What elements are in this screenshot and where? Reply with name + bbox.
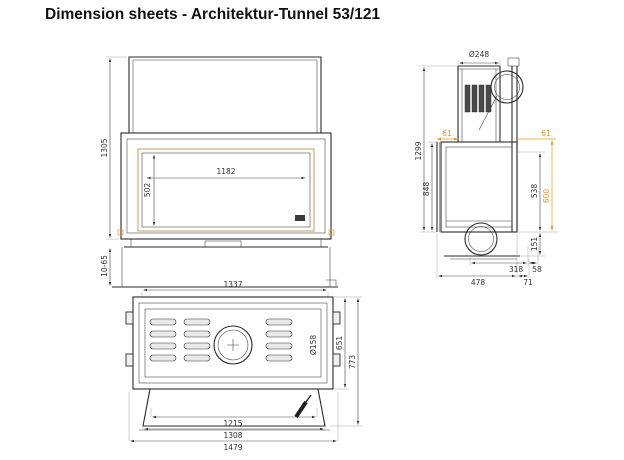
dim-plan-opening-width: 1215 <box>223 419 242 428</box>
dim-front-opening-width: 1182 <box>216 167 235 176</box>
plan-plate-inner2 <box>144 308 322 378</box>
grille-slot <box>265 354 293 362</box>
dim-side-depth-flue: 318 <box>509 265 524 274</box>
plan-plate-inner <box>138 302 328 384</box>
dim-plan-body-width: 1337 <box>223 280 242 289</box>
plan-front-tray <box>142 388 326 427</box>
grille-slot <box>265 342 293 350</box>
front-glass-pane <box>141 152 311 228</box>
front-corner-bracket <box>326 279 337 286</box>
grille-slot <box>183 318 211 326</box>
page-title: Dimension sheets - Architektur-Tunnel 53… <box>45 6 381 23</box>
vent-slot <box>471 84 478 113</box>
plan-flue-inner-circle <box>217 329 249 361</box>
front-glass-frame <box>137 148 315 232</box>
handle-lever-tip <box>305 394 312 403</box>
dim-side-body-height: 848 <box>422 182 431 197</box>
mount-clamp-left-bottom <box>125 353 134 367</box>
collar-strut <box>478 95 498 131</box>
fan-housing-inner-circle <box>468 226 494 252</box>
dim-plan-flue-diameter: Ø158 <box>309 335 318 355</box>
dim-front-overall-height: 1305 <box>100 138 109 157</box>
back-panel-cap <box>507 57 520 67</box>
dim-side-depth-body: 478 <box>471 278 486 287</box>
flue-collar-inner-circle <box>494 74 520 100</box>
mount-clamp-right-top <box>332 311 341 325</box>
vent-slot <box>464 84 471 113</box>
grille-slot <box>149 342 177 350</box>
front-frame-inner <box>126 138 326 234</box>
grille-group-center <box>183 318 211 362</box>
front-base-bracket <box>204 240 242 248</box>
mount-clamp-right-bottom <box>332 353 341 367</box>
grille-slot <box>183 354 211 362</box>
grille-slot <box>149 354 177 362</box>
dim-side-depth-offset-top: 58 <box>532 265 542 274</box>
dim-side-convection-height: 600 <box>542 189 551 204</box>
dim-side-offset-right: 61 <box>541 129 551 138</box>
vent-slot <box>478 84 485 113</box>
dim-front-opening-height: 502 <box>143 183 152 198</box>
dim-plan-depth-inner: 651 <box>335 336 344 351</box>
dim-plan-frame-width: 1308 <box>223 431 242 440</box>
front-logo-mark <box>295 215 305 221</box>
dim-plan-depth-overall: 773 <box>348 355 357 370</box>
grille-slot <box>183 342 211 350</box>
front-anchor-mark-right <box>328 229 335 236</box>
grille-group-left <box>149 318 177 362</box>
dim-front-base-adjust: 10-65 <box>100 255 109 277</box>
flue-collar-circle <box>490 70 524 104</box>
dim-side-glass-height: 538 <box>530 184 539 199</box>
vent-slot <box>485 84 492 113</box>
side-view: Ø248 61 61 1299 848 538 600 151 <box>414 50 558 287</box>
mount-clamp-left-top <box>125 311 134 325</box>
front-view: 1305 1182 502 10-65 <box>100 56 338 288</box>
fan-housing-circle <box>464 222 498 256</box>
front-anchor-mark-left <box>117 229 124 236</box>
grille-group-right <box>265 318 293 362</box>
dim-side-depth-offset-bottom: 71 <box>523 278 533 287</box>
plan-flue-circle <box>213 325 253 365</box>
front-hood-outline <box>128 56 322 134</box>
side-body-outline <box>440 141 518 233</box>
front-frame-outline <box>120 132 332 240</box>
grille-slot <box>265 330 293 338</box>
side-body-inner <box>445 146 513 228</box>
grille-slot <box>149 330 177 338</box>
dim-side-base-height: 151 <box>530 237 539 252</box>
grille-slot <box>149 318 177 326</box>
dim-side-offset-left: 61 <box>442 129 452 138</box>
dim-plan-overall-width: 1479 <box>223 443 242 452</box>
dim-side-flue-diameter: Ø248 <box>469 50 489 59</box>
grille-slot <box>183 330 211 338</box>
plan-flue-crosshair <box>227 339 239 351</box>
plan-view: 1337 <box>125 280 362 452</box>
dim-side-overall-height: 1299 <box>414 141 423 160</box>
handle-lever-icon <box>294 400 308 419</box>
grille-slot <box>265 318 293 326</box>
plan-plate-outline <box>132 296 334 390</box>
